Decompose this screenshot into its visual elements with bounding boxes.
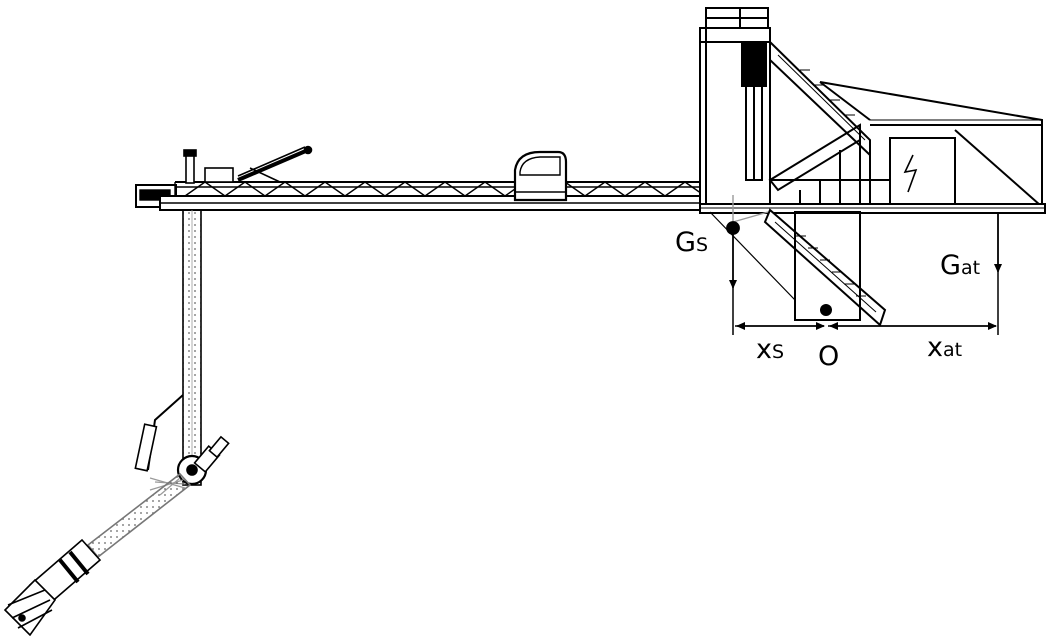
boom-truss: [135, 150, 706, 211]
label-gat-sub: at: [960, 257, 981, 279]
cutter-arm: [3, 472, 192, 636]
label-origin: O: [818, 343, 839, 370]
origin-point: [820, 304, 832, 316]
dimension-lines: [732, 272, 999, 335]
boom-hydraulic-cylinder: [183, 145, 313, 184]
label-origin-text: O: [818, 341, 840, 372]
label-xat-sub: at: [942, 339, 963, 361]
label-xat-main: x: [927, 332, 943, 363]
label-gs-main: G: [675, 227, 696, 258]
main-structure: [699, 7, 1046, 327]
label-xat: xat: [927, 334, 962, 361]
local-axes: [732, 195, 769, 223]
label-xs-sub: S: [771, 341, 785, 363]
label-xs: xS: [756, 336, 784, 363]
label-xs-main: x: [756, 334, 772, 365]
label-gs-sub: S: [695, 234, 708, 256]
vertical-column: [134, 209, 230, 486]
label-gs: GS: [675, 229, 708, 256]
force-gs: [726, 221, 740, 289]
label-gat: Gat: [940, 252, 980, 279]
label-gat-main: G: [940, 250, 961, 281]
